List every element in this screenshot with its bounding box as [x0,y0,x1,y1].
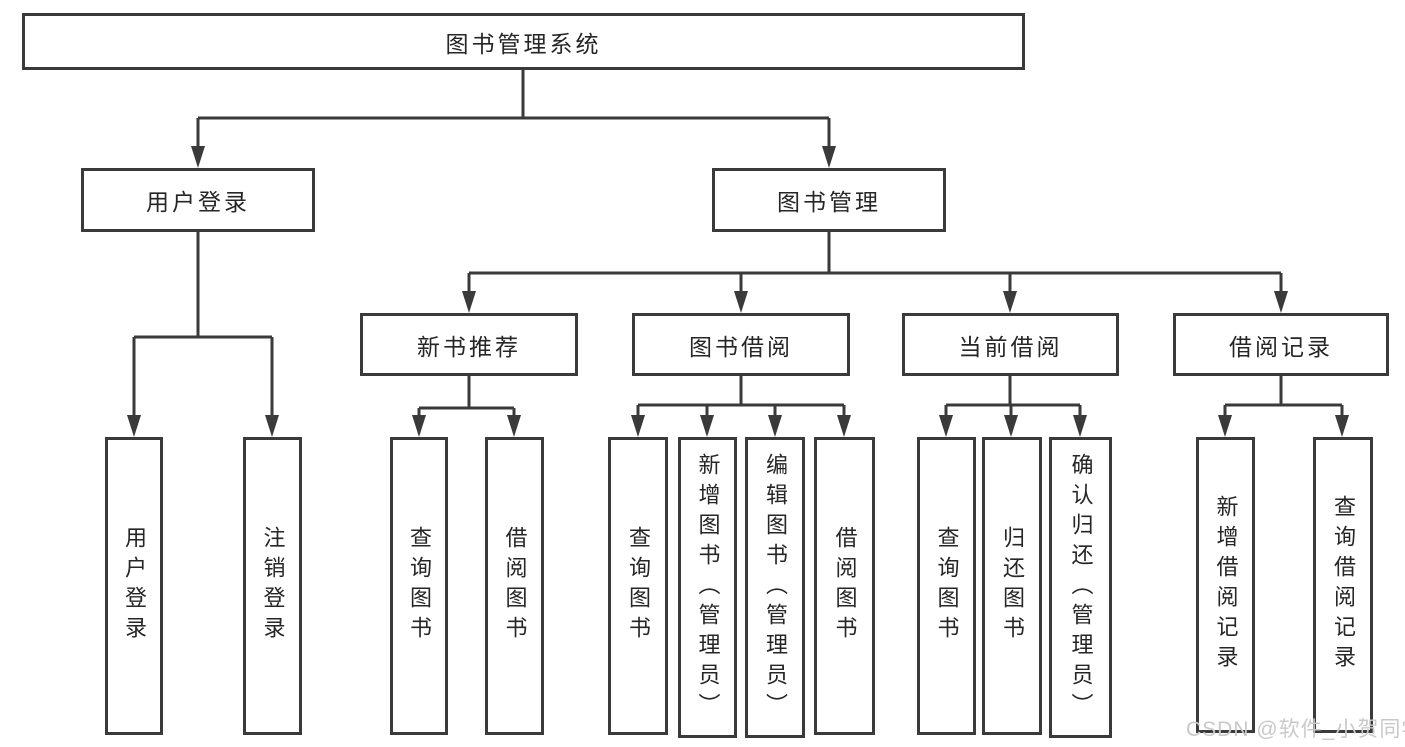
node-root: 图书管理系统 [22,13,1025,70]
node-borrowing-records-label: 借阅记录 [1229,333,1333,360]
leaf-borrow-books-borrowing: 借阅图书 [814,437,875,735]
node-book-borrowing-label: 图书借阅 [689,333,793,360]
leaf-query-books-recommend-label: 查询图书 [407,526,432,646]
leaf-logout: 注销登录 [243,437,302,735]
leaf-query-borrow-record-label: 查询借阅记录 [1331,495,1356,675]
node-book-management-label: 图书管理 [777,189,881,215]
leaf-user-login-label: 用户登录 [122,526,147,646]
leaf-borrow-books-recommend-label: 借阅图书 [502,526,528,646]
node-book-borrowing: 图书借阅 [632,313,850,376]
leaf-confirm-return-admin-label: 确认归还（管理员） [1068,452,1094,723]
node-new-book-recommend: 新书推荐 [360,313,578,376]
node-current-borrowing-label: 当前借阅 [958,333,1063,360]
node-borrowing-records: 借阅记录 [1173,313,1389,376]
leaf-add-book-admin-label: 新增图书（管理员） [695,452,721,723]
node-root-label: 图书管理系统 [445,30,602,57]
leaf-query-books-current: 查询图书 [917,437,976,735]
leaf-return-books-label: 归还图书 [1000,526,1025,646]
leaf-edit-book-admin-label: 编辑图书（管理员） [763,452,788,723]
leaf-confirm-return-admin: 确认归还（管理员） [1049,437,1112,738]
node-user-login-label: 用户登录 [146,189,250,215]
leaf-edit-book-admin: 编辑图书（管理员） [745,437,805,738]
leaf-query-books-borrowing-label: 查询图书 [626,526,651,646]
node-new-book-recommend-label: 新书推荐 [417,333,521,360]
leaf-borrow-books-borrowing-label: 借阅图书 [832,526,858,646]
leaf-logout-label: 注销登录 [260,526,286,646]
leaf-query-books-current-label: 查询图书 [934,526,960,646]
node-current-borrowing: 当前借阅 [902,313,1119,376]
leaf-borrow-books-recommend: 借阅图书 [485,437,544,735]
leaf-query-borrow-record: 查询借阅记录 [1313,437,1373,733]
leaf-return-books: 归还图书 [982,437,1042,735]
leaf-query-books-borrowing: 查询图书 [608,437,668,735]
leaf-add-borrow-record: 新增借阅记录 [1196,437,1255,733]
leaf-add-book-admin: 新增图书（管理员） [678,437,737,738]
leaf-query-books-recommend: 查询图书 [390,437,448,735]
node-user-login: 用户登录 [81,168,315,232]
leaf-add-borrow-record-label: 新增借阅记录 [1213,495,1239,675]
node-book-management: 图书管理 [712,168,946,232]
leaf-user-login: 用户登录 [105,437,163,735]
